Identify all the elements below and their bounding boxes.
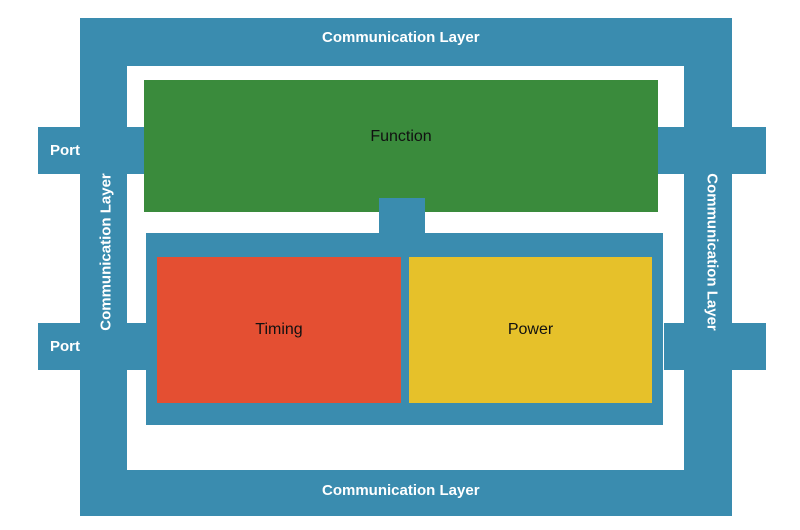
port-left-top: Port [38, 127, 147, 174]
connector-right-bottom [664, 323, 766, 370]
communication-layer-top-label: Communication Layer [322, 29, 480, 46]
timing-block: Timing [157, 257, 401, 403]
port-label: Port [50, 142, 80, 159]
timing-label: Timing [255, 321, 303, 338]
communication-layer-right-label: Communication Layer [703, 173, 721, 331]
port-label: Port [50, 338, 80, 355]
power-block: Power [409, 257, 652, 403]
function-connector [379, 198, 425, 238]
communication-layer-left-label: Communication Layer [97, 173, 115, 331]
power-label: Power [507, 321, 554, 338]
function-block: Function [144, 80, 658, 212]
communication-layer-bottom-label: Communication Layer [322, 482, 480, 499]
function-label: Function [370, 128, 432, 145]
connector-right-top [657, 127, 766, 174]
port-left-bottom: Port [38, 323, 147, 370]
